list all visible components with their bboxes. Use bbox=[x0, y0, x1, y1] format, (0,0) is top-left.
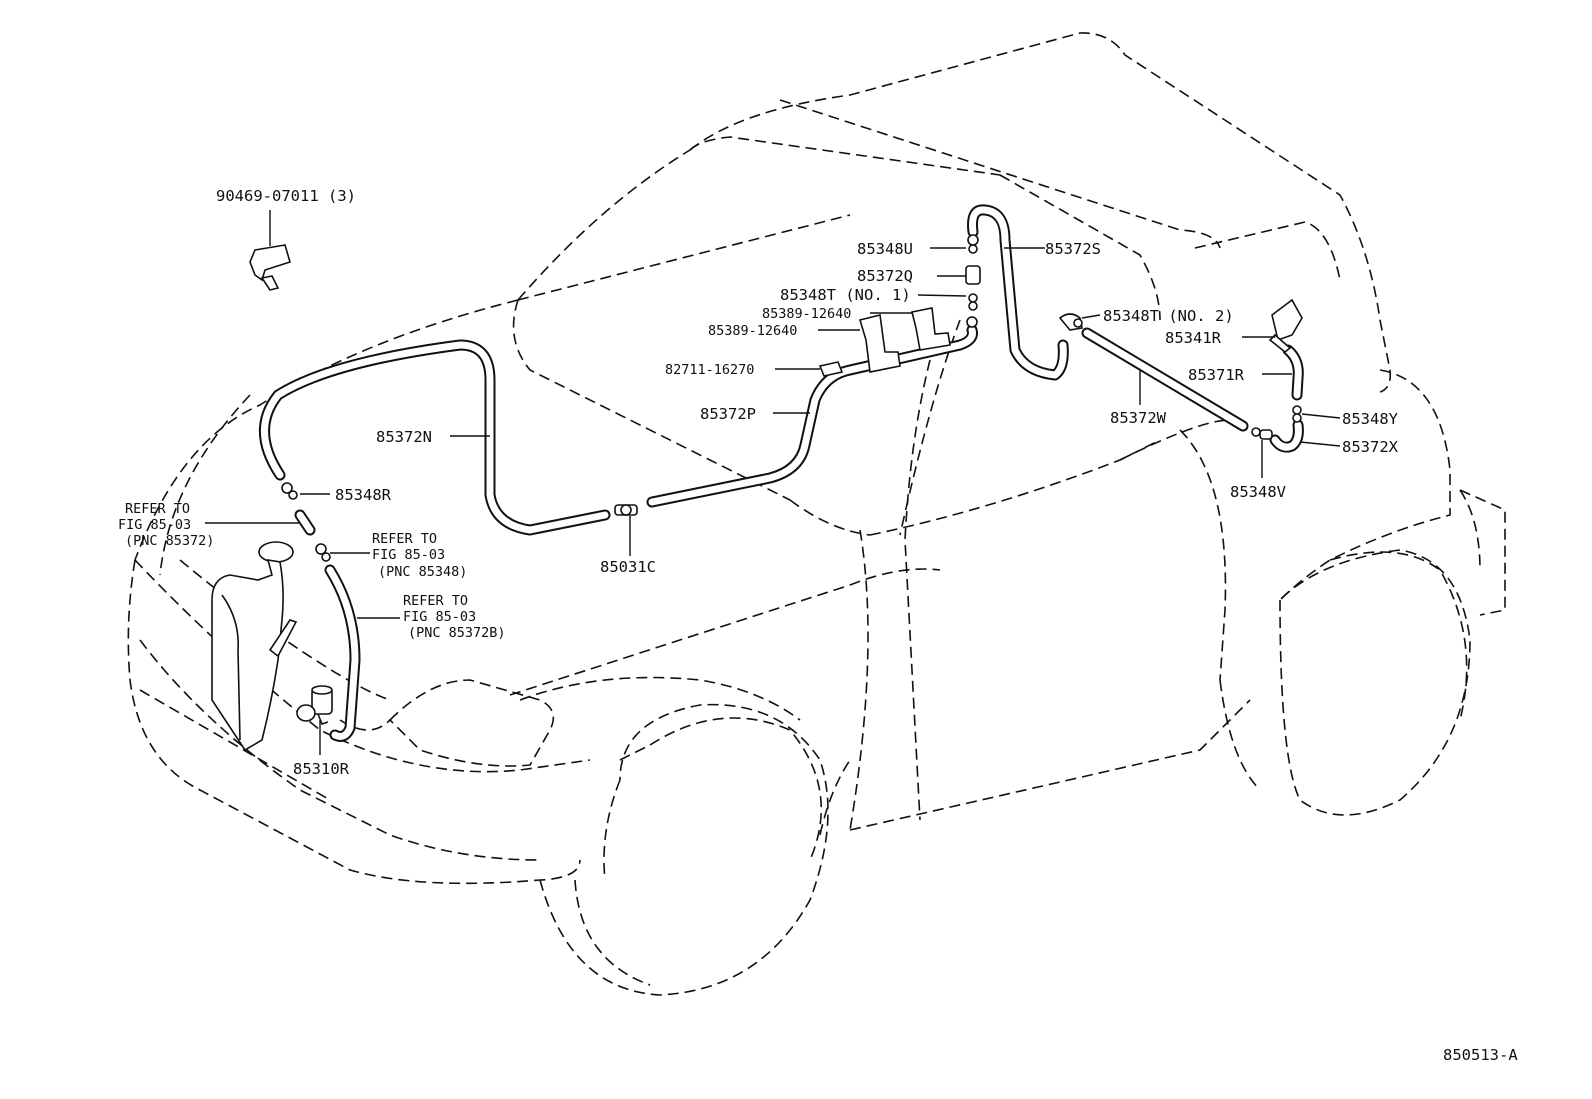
refer-note-line: (PNC 85372B) bbox=[408, 625, 506, 641]
joint-85348V-icon bbox=[1251, 427, 1261, 437]
label-85389-a: 85389-12640 bbox=[762, 306, 851, 322]
clamp-85389-a-icon bbox=[858, 314, 901, 373]
label-85372P: 85372P bbox=[700, 405, 756, 423]
label-85341R: 85341R bbox=[1165, 329, 1222, 347]
joint-85348Y-icon bbox=[1292, 405, 1302, 415]
refer-note-line: REFER TO bbox=[372, 531, 437, 547]
washer-hoses bbox=[259, 204, 1304, 742]
refer-note-line: (PNC 85372) bbox=[125, 533, 214, 549]
label-85348T-no2: 85348T (NO. 2) bbox=[1103, 307, 1234, 325]
clamp-85389-b-icon bbox=[911, 307, 951, 351]
washer-nozzle-85341R-icon bbox=[1268, 298, 1303, 354]
joint-85348U-icon bbox=[967, 234, 979, 246]
refer-note-85348: REFER TO FIG 85-03 (PNC 85348) bbox=[372, 531, 467, 580]
label-85348R: 85348R bbox=[335, 486, 392, 504]
washer-tank-icon bbox=[211, 541, 298, 752]
joint-85348-refer-icon bbox=[315, 543, 327, 555]
label-85348V: 85348V bbox=[1230, 483, 1286, 501]
refer-note-line: FIG 85-03 bbox=[403, 609, 476, 625]
clip-82711-icon bbox=[818, 361, 844, 377]
label-85371R: 85371R bbox=[1188, 366, 1245, 384]
refer-note-line: REFER TO bbox=[403, 593, 468, 609]
hose-85372Q-icon bbox=[965, 265, 981, 285]
label-85348U: 85348U bbox=[857, 240, 913, 258]
label-85372X: 85372X bbox=[1342, 438, 1399, 456]
label-85031C: 85031C bbox=[600, 558, 656, 576]
diagram-id: 850513-A bbox=[1443, 1046, 1518, 1064]
clip-90469-icon bbox=[249, 244, 291, 291]
washer-parts bbox=[211, 234, 1303, 752]
refer-note-line: FIG 85-03 bbox=[118, 517, 191, 533]
label-85372W: 85372W bbox=[1110, 409, 1167, 427]
joint-85348R-icon bbox=[281, 482, 293, 494]
refer-note-85372B: REFER TO FIG 85-03 (PNC 85372B) bbox=[403, 593, 506, 641]
refer-note-line: FIG 85-03 bbox=[372, 547, 445, 563]
leader-lines bbox=[205, 210, 1341, 755]
label-85310R: 85310R bbox=[293, 760, 350, 778]
check-valve-85031C-icon bbox=[614, 504, 638, 516]
label-85389-b: 85389-12640 bbox=[708, 323, 797, 339]
label-82711: 82711-16270 bbox=[665, 362, 754, 378]
label-85372S: 85372S bbox=[1045, 240, 1101, 258]
refer-note-line: (PNC 85348) bbox=[378, 564, 467, 580]
hose-85372N bbox=[259, 339, 611, 536]
label-85348Y: 85348Y bbox=[1342, 410, 1399, 428]
label-85348T-no1: 85348T (NO. 1) bbox=[780, 286, 911, 304]
refer-note-85372: REFER TO FIG 85-03 (PNC 85372) bbox=[118, 501, 214, 549]
part-labels: 90469-07011 (3) 85348U 85372S 85372Q 853… bbox=[118, 187, 1518, 1064]
joint-85348T1-icon bbox=[968, 293, 978, 303]
washer-pump-85310R-icon bbox=[296, 685, 333, 725]
vehicle-outline bbox=[127, 32, 1506, 996]
label-85372Q: 85372Q bbox=[857, 267, 913, 285]
label-85372N: 85372N bbox=[376, 428, 432, 446]
label-90469: 90469-07011 (3) bbox=[216, 187, 356, 205]
refer-note-line: REFER TO bbox=[125, 501, 190, 517]
